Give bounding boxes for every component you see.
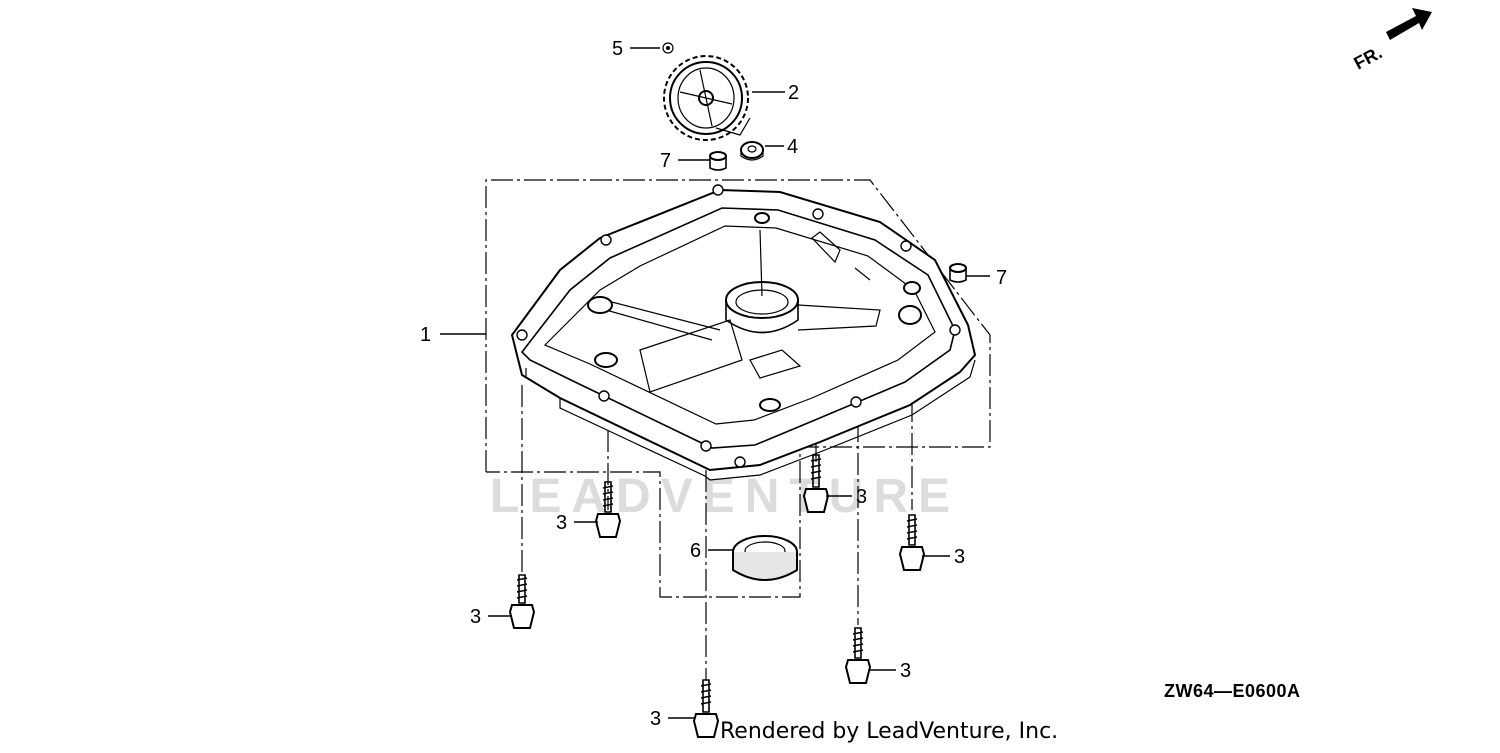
callout-6: 6 <box>690 540 701 562</box>
callout-3-b: 3 <box>556 512 567 534</box>
oil-seal <box>732 535 798 581</box>
flange-bolt-e <box>844 627 872 684</box>
washer <box>740 141 764 161</box>
callout-2: 2 <box>788 82 799 104</box>
callout-3-c: 3 <box>650 708 661 730</box>
callout-1: 1 <box>420 324 431 346</box>
callout-labels: 1 2 5 4 7 7 6 3 3 3 3 3 3 <box>420 38 1007 730</box>
assembly-guide-lines <box>485 179 991 680</box>
flange-bolt-d <box>802 454 830 513</box>
oil-pan-case <box>510 184 977 481</box>
governor-gear <box>663 55 751 141</box>
callout-7-right: 7 <box>996 267 1007 289</box>
front-label: FR. <box>1350 42 1385 73</box>
flange-bolt-c <box>692 679 720 738</box>
callout-3-e: 3 <box>900 660 911 682</box>
flange-bolt-f <box>898 514 926 571</box>
dowel-pin-right <box>949 263 967 283</box>
callout-7-top: 7 <box>660 150 671 172</box>
front-arrow-icon <box>1386 8 1432 40</box>
callout-leader-lines <box>440 47 990 719</box>
flange-bolt-a <box>508 574 536 629</box>
callout-3-f: 3 <box>954 546 965 568</box>
diagram-code: ZW64—E0600A <box>1164 681 1301 701</box>
flange-bolt-b <box>594 481 622 538</box>
callout-5: 5 <box>612 38 623 60</box>
retaining-clip <box>662 42 674 54</box>
callout-3-a: 3 <box>470 606 481 628</box>
callout-4: 4 <box>787 136 798 158</box>
bolt-boss-holes <box>516 184 961 468</box>
footer-credit: Rendered by LeadVenture, Inc. <box>720 719 1058 744</box>
callout-3-d: 3 <box>856 486 867 508</box>
dowel-pin-top <box>709 151 727 171</box>
front-direction-indicator: FR. <box>1350 8 1432 74</box>
